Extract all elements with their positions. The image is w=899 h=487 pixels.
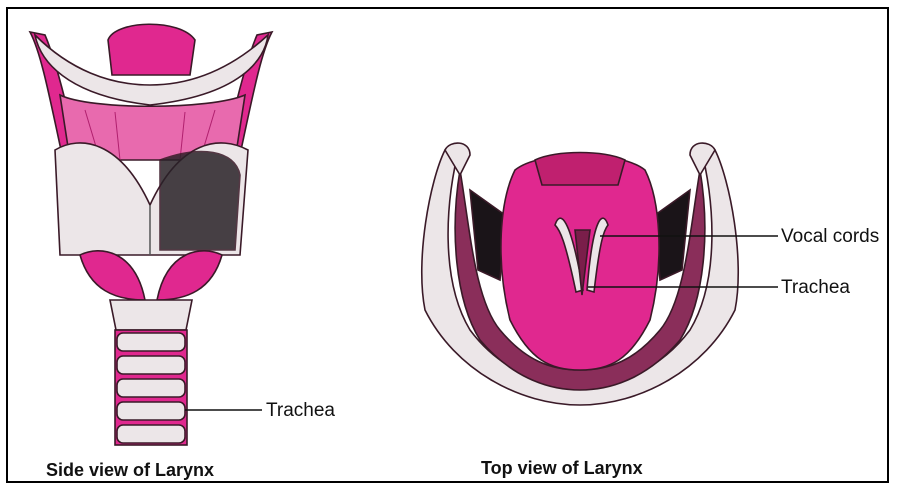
trachea-ring <box>117 333 185 351</box>
side-view-larynx-illustration <box>30 24 272 445</box>
left-cricothyroid-muscle <box>80 251 145 300</box>
side-trachea-label: Trachea <box>266 400 335 422</box>
cricoid-cartilage <box>110 300 192 330</box>
top-view-larynx-illustration <box>422 143 738 405</box>
right-cricothyroid-muscle <box>157 251 222 300</box>
vocal-cords-label: Vocal cords <box>781 226 879 248</box>
trachea-ring <box>117 356 185 374</box>
epiglottis-top <box>535 153 625 186</box>
trachea-ring <box>117 379 185 397</box>
trachea-ring <box>117 425 185 443</box>
top-view-caption: Top view of Larynx <box>481 458 643 479</box>
side-view-caption: Side view of Larynx <box>46 460 214 481</box>
thyroid-shadow <box>160 152 240 250</box>
trachea-ring <box>117 402 185 420</box>
top-trachea-label: Trachea <box>781 277 850 299</box>
epiglottis <box>108 24 195 75</box>
